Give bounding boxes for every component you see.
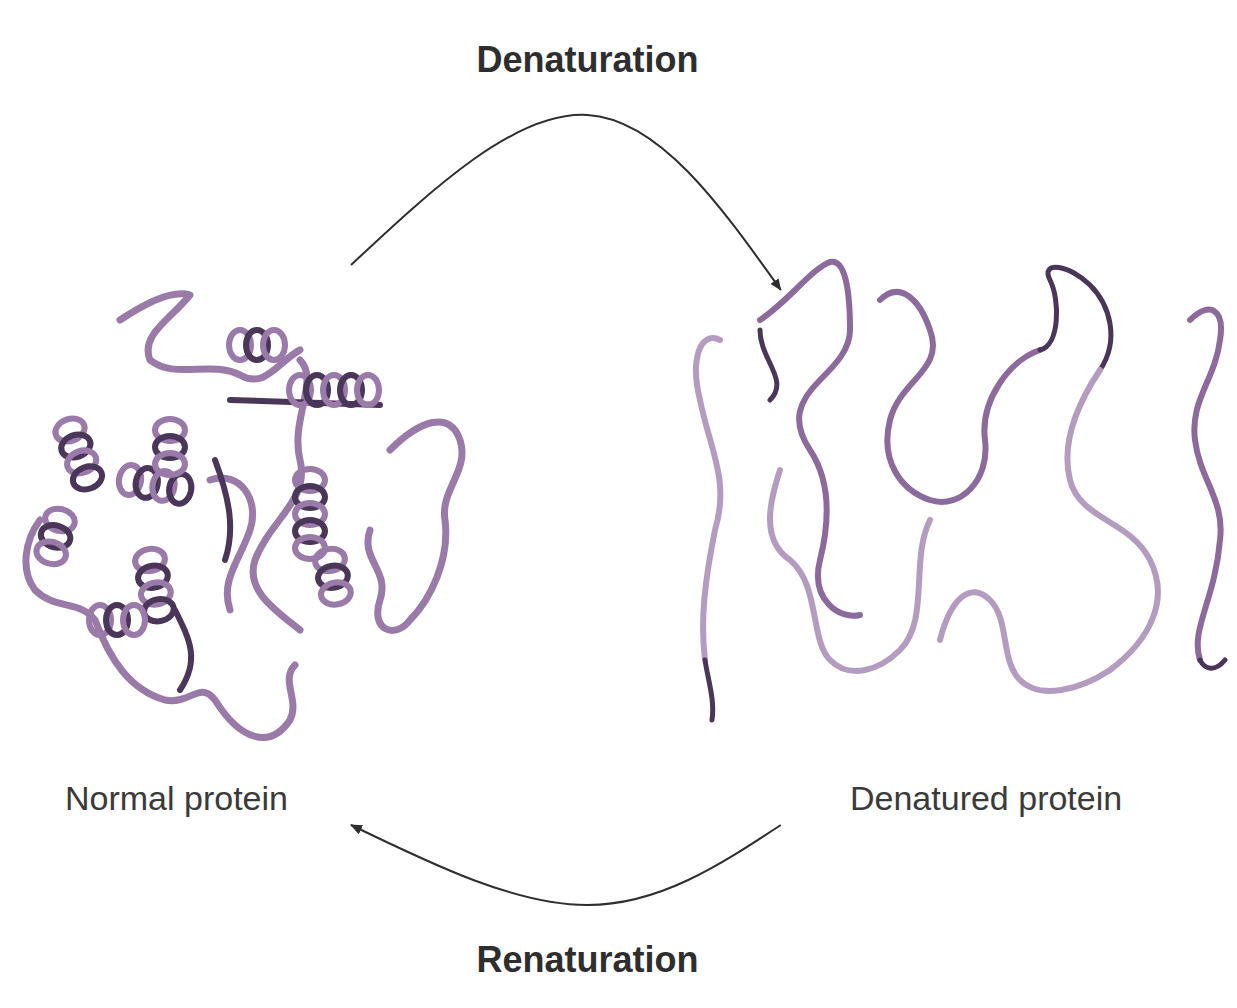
process-label: Renaturation <box>472 938 702 981</box>
helix-turn <box>58 431 94 462</box>
figure-caption: Normal protein <box>65 778 495 819</box>
helix-turn <box>34 538 69 567</box>
strand <box>1040 267 1111 370</box>
helix-turn <box>263 330 285 360</box>
helix-turn <box>43 505 78 534</box>
ribbon-loop <box>175 610 191 690</box>
strand <box>705 660 713 720</box>
helix-turn <box>64 446 100 477</box>
strand <box>760 330 777 400</box>
folded-protein-ribbon <box>26 294 462 738</box>
curved-arrow <box>351 825 781 905</box>
curved-arrow <box>351 115 781 290</box>
helix-turn <box>357 375 379 405</box>
strand <box>696 338 720 660</box>
strand <box>770 470 930 671</box>
strand <box>1190 310 1221 660</box>
ribbon-loop <box>368 422 462 631</box>
helix-turn <box>319 580 352 607</box>
helix-turn <box>70 462 106 493</box>
strand <box>1200 660 1225 668</box>
helix-turn <box>38 522 73 551</box>
protein-figure: Normal protein <box>15 265 495 825</box>
unfolded-protein-strand <box>696 262 1225 720</box>
protein-figure: Denatured protein <box>680 290 1237 825</box>
helix-turn <box>123 605 145 635</box>
ribbon-loop <box>215 460 230 560</box>
strand <box>760 262 860 616</box>
helix-turn <box>52 415 88 446</box>
helix-turn <box>155 453 185 475</box>
strand <box>940 370 1158 691</box>
process-label: Denaturation <box>472 38 702 81</box>
figure-caption: Denatured protein <box>850 778 1237 819</box>
strand <box>880 292 1040 502</box>
ribbon-loop <box>120 294 300 379</box>
